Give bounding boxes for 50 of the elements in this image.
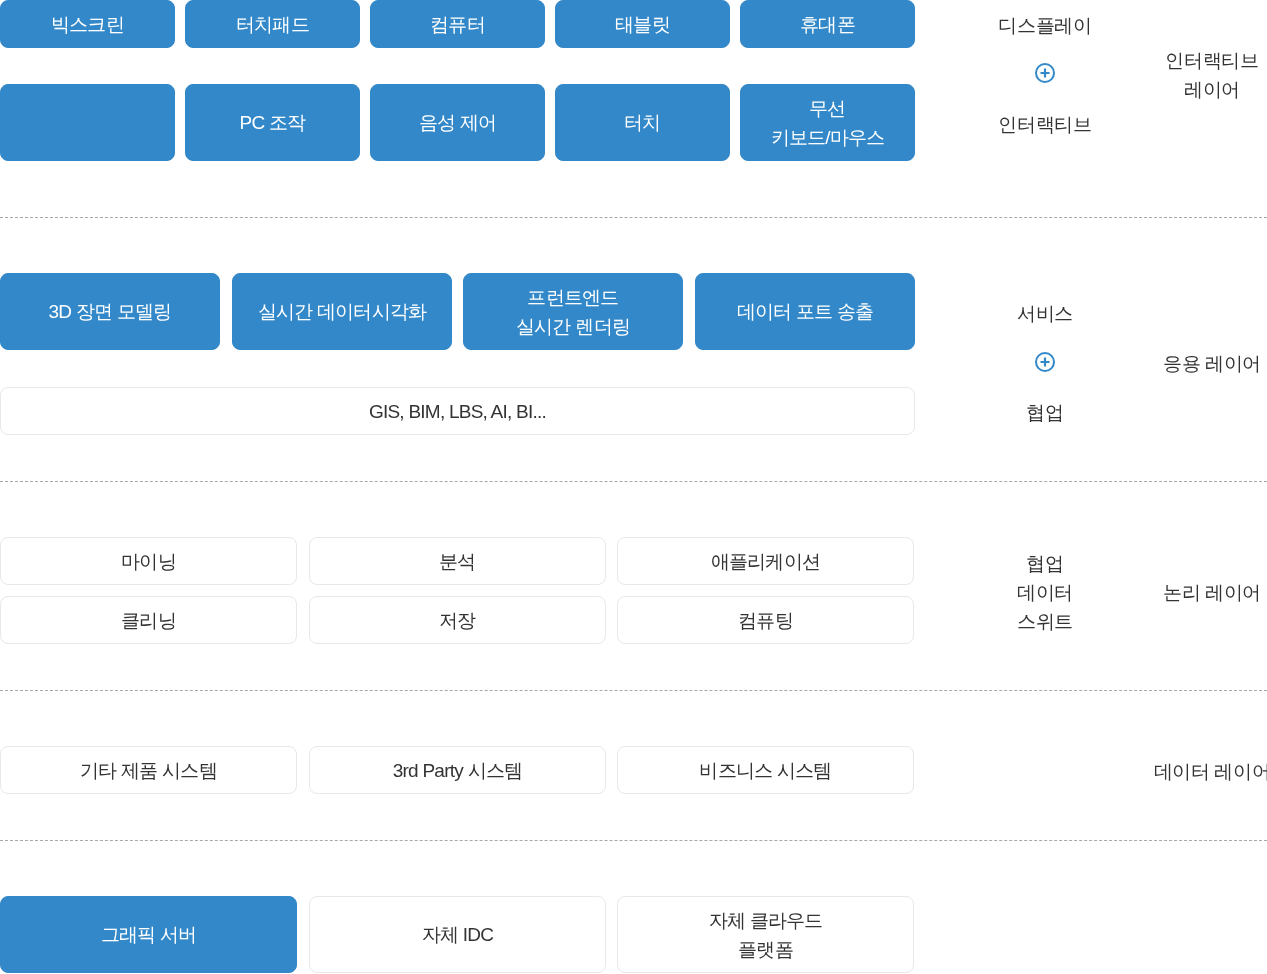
component-label: PC 조작 — [239, 111, 306, 135]
layer-name: 응용 레이어 — [1163, 351, 1261, 376]
component-label: 터치 — [624, 111, 661, 135]
layer-caption: 협업 — [1026, 400, 1064, 425]
component-box — [463, 273, 683, 350]
component-box — [555, 84, 730, 161]
component-box — [0, 0, 175, 48]
component-label: 빅스크린 — [51, 12, 124, 37]
component-label: 휴대폰 — [800, 12, 855, 37]
layer-name: 데이터 레이어 — [1153, 759, 1267, 784]
component-box — [370, 84, 545, 161]
component-label: 컴퓨팅 — [738, 608, 793, 633]
component-box — [740, 84, 915, 161]
component-label: 자체 클라우드 플랫폼 — [707, 908, 824, 962]
component-label: 태블릿 — [615, 12, 670, 37]
component-label: 애플리케이션 — [710, 549, 821, 574]
component-label: 프런트엔드 실시간 렌더링 — [515, 285, 631, 339]
component-box — [370, 0, 545, 48]
component-label: 3rd Party 시스템 — [392, 758, 523, 783]
layer-name: 인터랙티브 레이어 — [1164, 49, 1260, 102]
component-label: 3D 장면 모델링 — [48, 300, 172, 324]
layer-caption: 협업 데이터 스위트 — [1016, 551, 1074, 634]
component-box — [695, 273, 915, 350]
layer-name: 논리 레이어 — [1163, 580, 1261, 605]
component-box — [232, 273, 452, 350]
component-label: 클리닝 — [121, 608, 176, 633]
component-box — [185, 0, 360, 48]
component-label: 그래픽 서버 — [100, 923, 197, 947]
component-label: GIS, BIM, LBS, AI, BI... — [368, 399, 547, 424]
component-label: 무선 키보드/마우스 — [769, 96, 886, 150]
component-box — [0, 273, 220, 350]
component-label: 비즈니스 시스템 — [699, 758, 832, 783]
layer-caption: 인터랙티브 — [998, 112, 1092, 137]
component-box — [185, 84, 360, 161]
component-label: 데이터 포트 송출 — [736, 300, 874, 324]
component-label: 마이닝 — [121, 549, 176, 574]
component-label: 실시간 데이터시각화 — [257, 300, 427, 324]
layer-caption: 디스플레이 — [998, 13, 1092, 38]
component-box — [0, 896, 297, 973]
component-box — [740, 0, 915, 48]
component-label: 컴퓨터 — [430, 12, 485, 37]
component-box — [555, 0, 730, 48]
component-label: 분석 — [439, 549, 476, 574]
component-label: 기타 제품 시스템 — [80, 758, 217, 783]
component-label: 자체 IDC — [421, 923, 494, 947]
component-label: 음성 제어 — [418, 111, 497, 135]
component-label: 저장 — [439, 608, 476, 633]
component-label: 터치패드 — [236, 12, 309, 37]
layer-caption: 서비스 — [1017, 301, 1073, 326]
component-box — [0, 84, 175, 161]
